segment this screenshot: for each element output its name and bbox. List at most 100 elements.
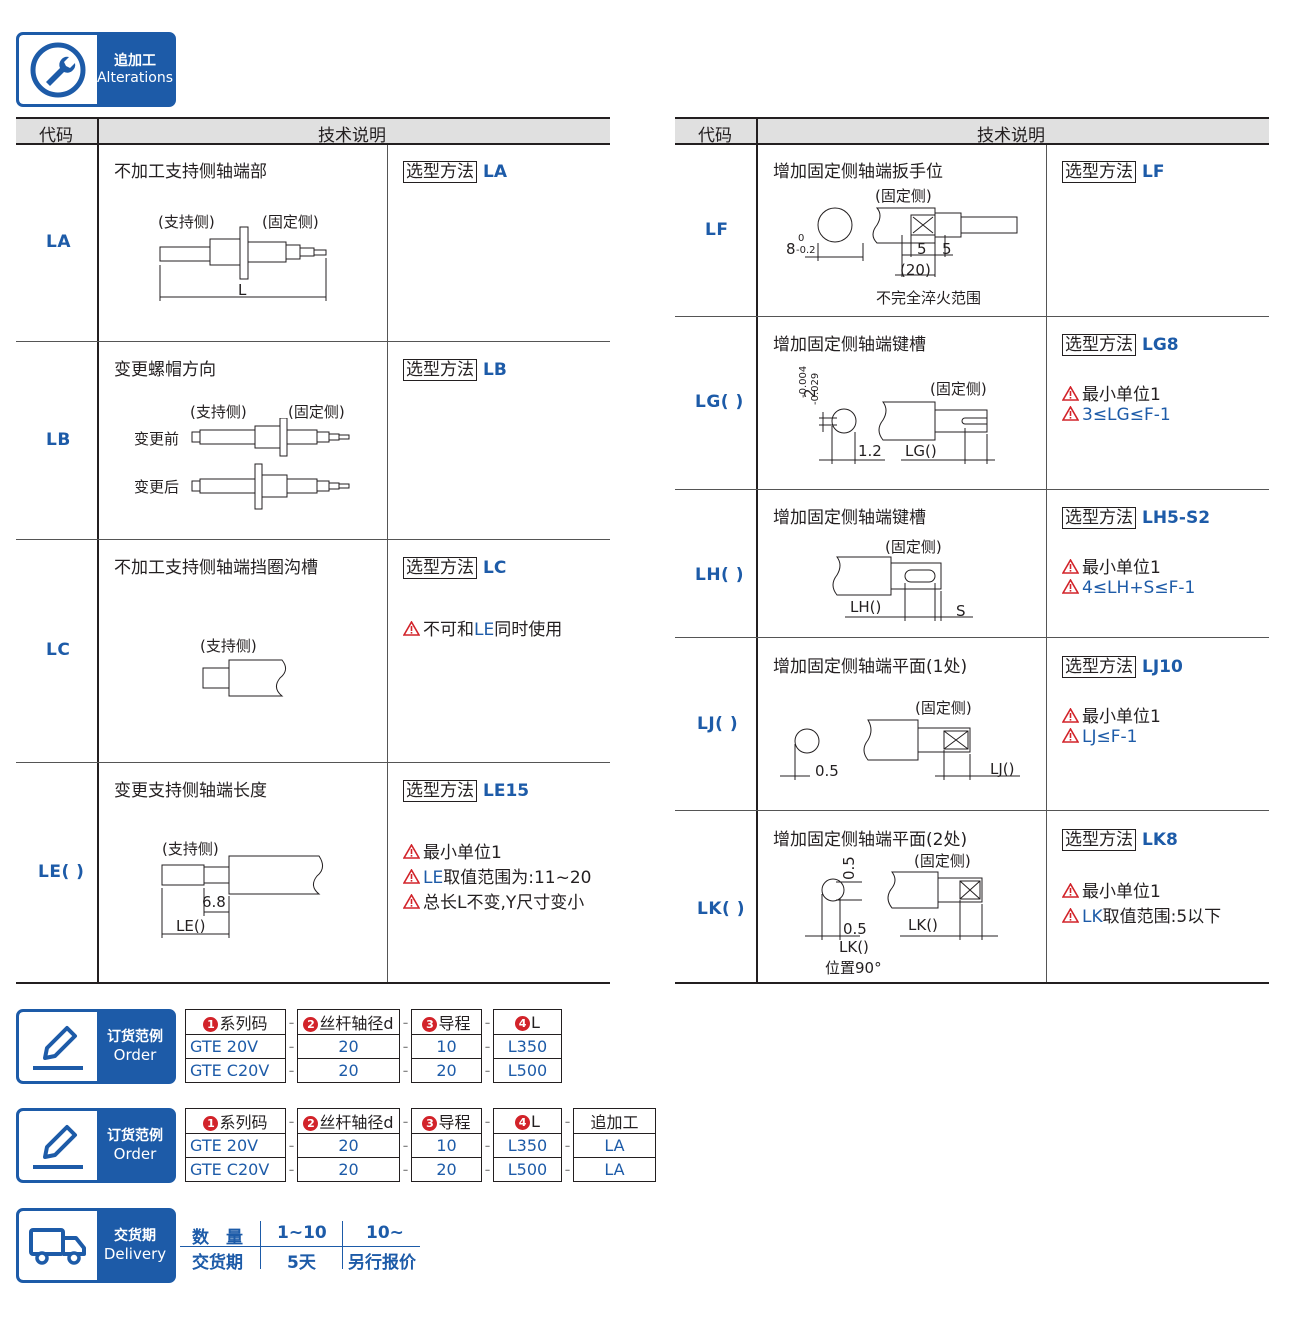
lk-label-fixed: (固定侧): [914, 852, 971, 870]
code-lk: LK( ): [697, 899, 745, 919]
truck-icon: [19, 1211, 97, 1280]
desc-la: 不加工支持侧轴端部: [114, 162, 267, 182]
lj-label-lj: LJ(): [990, 760, 1015, 778]
delivery-qty-2: 10~: [366, 1223, 404, 1243]
right-col-divider-1: [756, 117, 758, 984]
lj-label-fixed: (固定侧): [915, 699, 972, 717]
delivery-qty-1: 1~10: [277, 1223, 327, 1243]
warning-icon: [1062, 559, 1079, 574]
note-lk-1: 最小单位1: [1062, 877, 1161, 902]
header-code: 代码: [698, 126, 732, 146]
table-bottom-rule: [675, 982, 1269, 984]
lc-label-support: (支持侧): [200, 637, 257, 655]
badge-en: Alterations: [96, 69, 173, 86]
lf-label-hardening: 不完全淬火范围: [876, 289, 982, 307]
left-col-divider-1: [97, 117, 99, 984]
table-bottom-rule: [16, 982, 610, 984]
left-table-header: 代码 技术说明: [16, 117, 610, 146]
wrench-icon: [19, 35, 97, 104]
order-header: 追加工: [573, 1108, 656, 1134]
right-table-header: 代码 技术说明: [675, 117, 1269, 146]
lk-label-lk2: LK(): [908, 916, 938, 934]
code-la: LA: [46, 232, 71, 252]
warning-icon: [1062, 908, 1079, 923]
code-le: LE( ): [38, 862, 85, 882]
warning-icon: [1062, 579, 1079, 594]
desc-le: 变更支持侧轴端长度: [114, 781, 267, 801]
desc-lk: 增加固定侧轴端平面(2处): [773, 830, 968, 850]
le-label-68: 6.8: [202, 893, 226, 911]
row-divider: [16, 341, 610, 342]
order-cn: 订货范例: [107, 1128, 163, 1145]
note-lj-2: LJ≤F-1: [1062, 727, 1137, 747]
drawing-lk: [805, 871, 998, 940]
delivery-en: Delivery: [103, 1244, 167, 1263]
lf-label-20: (20): [900, 261, 931, 279]
la-label-support: (支持侧): [158, 213, 215, 231]
row-divider: [675, 316, 1269, 317]
lg-label-12: 1.2: [858, 442, 882, 460]
delivery-time-1: 5天: [287, 1253, 316, 1273]
warning-icon: [403, 894, 420, 909]
header-desc: 技术说明: [318, 126, 386, 146]
lf-label-5a: 5: [917, 240, 927, 258]
row-divider: [675, 810, 1269, 811]
code-lb: LB: [46, 430, 71, 450]
pencil-icon: [19, 1111, 97, 1180]
warning-icon: [1062, 406, 1079, 421]
note-lg-2: 3≤LG≤F-1: [1062, 405, 1171, 425]
delivery-divider: [342, 1221, 343, 1269]
lh-label-fixed: (固定侧): [885, 538, 942, 556]
order-cn: 订货范例: [107, 1029, 163, 1046]
warning-icon: [403, 844, 420, 859]
lb-label-after: 变更后: [134, 478, 180, 496]
note-lj-1: 最小单位1: [1062, 702, 1161, 727]
lk-label-pos90: 位置90°: [825, 959, 882, 977]
row-divider: [16, 539, 610, 540]
warning-icon: [1062, 728, 1079, 743]
drawing-la: [159, 226, 327, 301]
lf-label-0: 0: [798, 233, 805, 244]
lf-label-8: 8: [786, 240, 796, 258]
lk-label-05h: 0.5: [843, 920, 867, 938]
left-col-divider-2: [387, 145, 388, 984]
code-lf: LF: [705, 220, 729, 240]
badge-cn: 追加工: [113, 52, 156, 69]
delivery-time-2: 另行报价: [348, 1253, 416, 1273]
le-label-support: (支持侧): [162, 840, 219, 858]
desc-lj: 增加固定侧轴端平面(1处): [773, 657, 968, 677]
drawing-lh: [832, 556, 973, 621]
row-divider: [16, 762, 610, 763]
lk-label-lk1: LK(): [839, 938, 869, 956]
lh-label-lh: LH(): [850, 598, 882, 616]
delivery-cn: 交货期: [114, 1228, 156, 1245]
desc-lg: 增加固定侧轴端键槽: [773, 335, 926, 355]
lf-label-5b: 5: [942, 240, 952, 258]
note-lh-2: 4≤LH+S≤F-1: [1062, 578, 1195, 598]
note-lh-1: 最小单位1: [1062, 553, 1161, 578]
la-label-l: L: [238, 281, 247, 299]
right-col-divider-2: [1046, 145, 1047, 984]
lf-label-fixed: (固定侧): [875, 187, 932, 205]
drawing-lg: [819, 401, 995, 464]
delivery-qty-label: 数 量: [192, 1228, 243, 1248]
note-lk-2: LK取值范围:5以下: [1062, 902, 1221, 927]
order-en: Order: [113, 1045, 157, 1064]
lb-label-before: 变更前: [134, 430, 180, 448]
lb-label-support: (支持侧): [190, 403, 247, 421]
